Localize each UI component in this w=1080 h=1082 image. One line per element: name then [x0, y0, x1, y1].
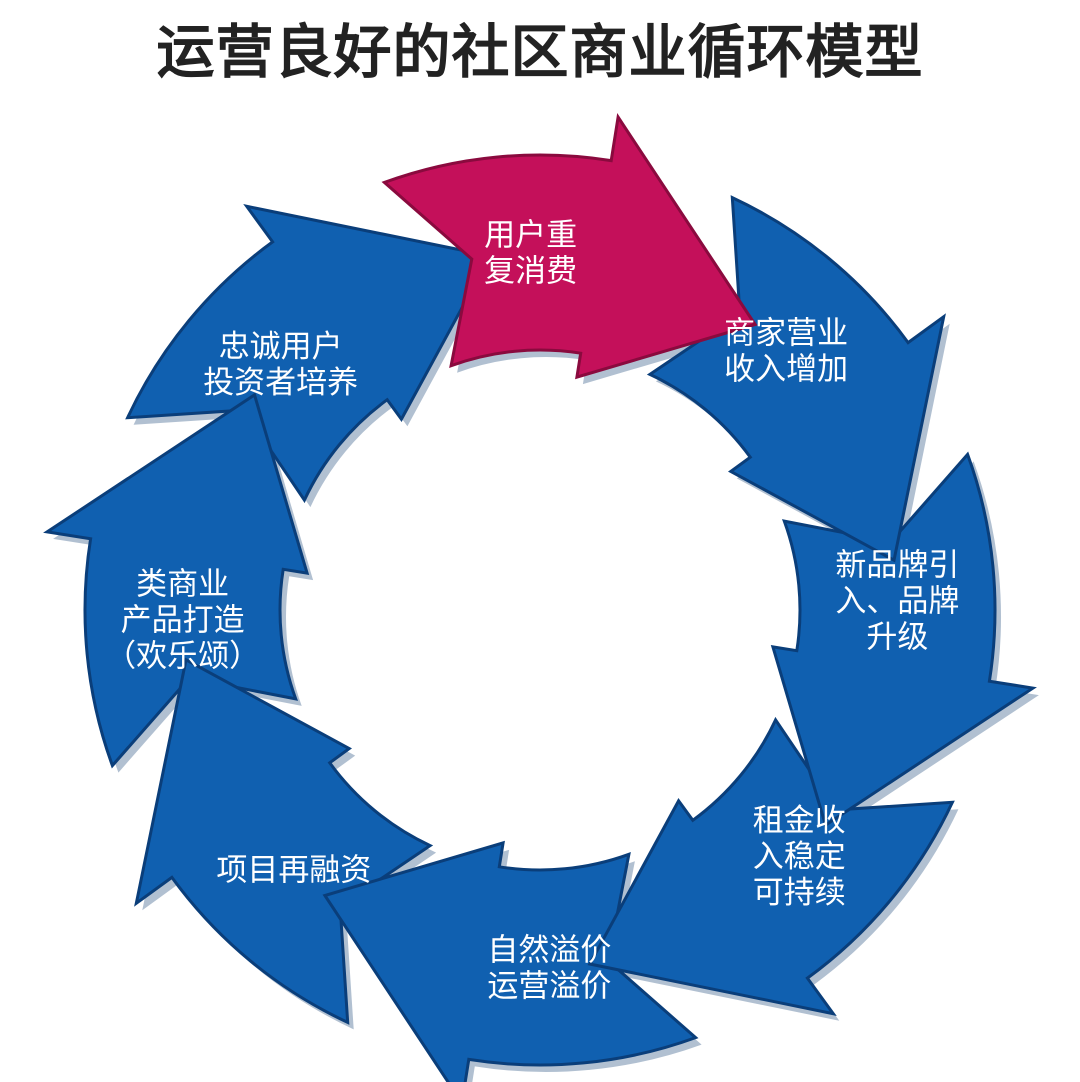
cycle-arrows	[43, 113, 1037, 1082]
cycle-arrow	[43, 392, 310, 769]
segment-label-line: 自然溢价	[487, 932, 611, 968]
segment-label: 新品牌引入、品牌升级	[835, 548, 959, 656]
cycle-arrow	[646, 195, 946, 563]
segment-label-line: 产品打造	[121, 602, 245, 638]
cycle-arrow	[125, 204, 493, 504]
segment-label-line: 复消费	[484, 254, 577, 290]
segment-label-line: 类商业	[136, 566, 229, 602]
segment-label-line: 忠诚用户	[219, 329, 343, 365]
segment-label-line: 入、品牌	[835, 584, 959, 620]
segment-label: 租金收入稳定可持续	[753, 803, 846, 911]
segment-label-line: 升级	[866, 620, 928, 656]
cycle-arrow	[587, 716, 955, 1016]
segment-label-line: （欢乐颂）	[105, 638, 260, 674]
cycle-labels: 用户重复消费商家营业收入增加新品牌引入、品牌升级租金收入稳定可持续自然溢价运营溢…	[105, 218, 959, 1005]
segment-label-line: 用户重	[484, 218, 577, 254]
segment-label-line: 租金收	[753, 803, 846, 839]
segment-label-line: 运营溢价	[487, 968, 611, 1004]
cycle-arrow-highlight	[381, 113, 758, 380]
cycle-arrow	[770, 451, 1037, 828]
segment-label: 类商业产品打造（欢乐颂）	[105, 566, 260, 674]
segment-label: 用户重复消费	[484, 218, 577, 290]
segment-label: 自然溢价运营溢价	[487, 932, 611, 1004]
segment-label-line: 可持续	[753, 875, 846, 911]
segment-label-line: 投资者培养	[203, 365, 358, 401]
segment-label: 忠诚用户投资者培养	[203, 329, 358, 401]
segment-label: 商家营业收入增加	[724, 316, 848, 388]
cycle-arrow	[134, 657, 434, 1025]
segment-label-line: 收入增加	[724, 352, 848, 388]
segment-label-line: 商家营业	[724, 316, 848, 352]
segment-label-line: 入稳定	[753, 839, 846, 875]
cycle-arrow	[322, 840, 699, 1082]
segment-label-line: 新品牌引	[835, 548, 959, 584]
diagram-title: 运营良好的社区商业循环模型	[156, 18, 924, 86]
segment-label-line: 项目再融资	[216, 852, 371, 888]
segment-label: 项目再融资	[216, 852, 371, 888]
